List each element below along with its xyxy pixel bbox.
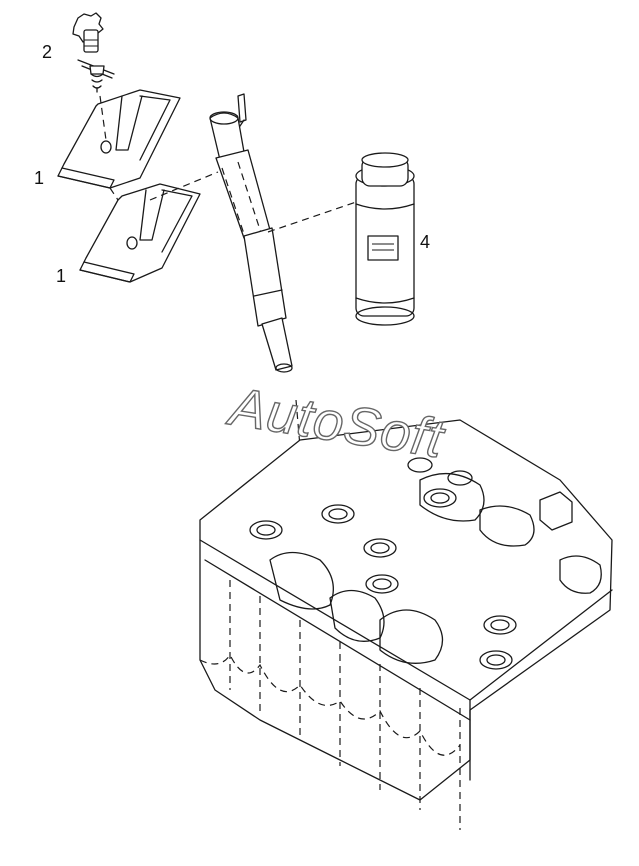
callout-1-lower: 1 bbox=[56, 266, 66, 286]
callout-4: 4 bbox=[420, 232, 430, 252]
sealant-cylinder-icon bbox=[355, 152, 415, 326]
cylinder-head-icon bbox=[199, 419, 613, 830]
callout-1-upper: 1 bbox=[34, 168, 44, 188]
leader-clamp-injector bbox=[149, 171, 219, 201]
clamp-lower bbox=[79, 183, 201, 283]
clamp-upper bbox=[57, 89, 181, 207]
bolt-icon bbox=[72, 12, 115, 93]
leader-injector-sealant bbox=[267, 199, 363, 233]
injector-icon bbox=[209, 93, 303, 471]
callout-2: 2 bbox=[42, 42, 52, 62]
